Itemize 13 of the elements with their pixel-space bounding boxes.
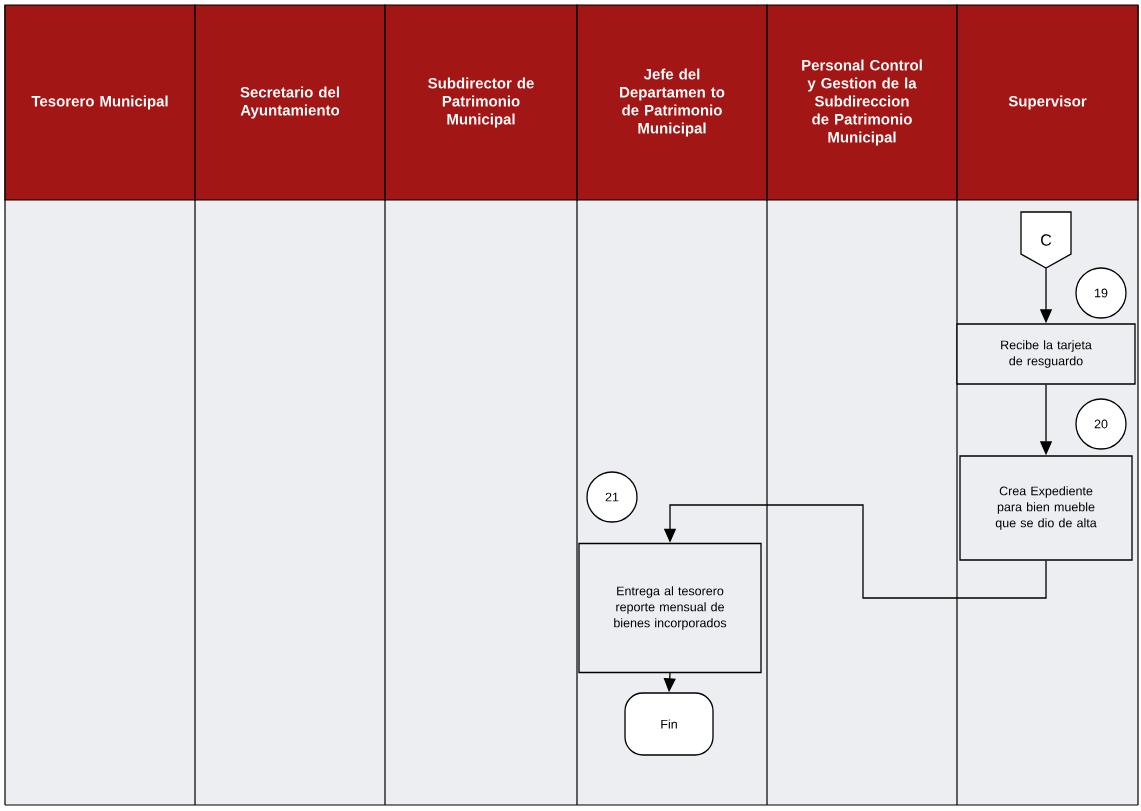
step-number: 20 [1075,398,1127,450]
process-box: Entrega al tesorero reporte mensual de bienes incorporados [578,542,762,674]
step-number: 19 [1075,267,1127,319]
lane-header: Subdirector de Patrimonio Municipal [384,4,578,201]
step-number: 21 [586,471,638,523]
lane-header: Tesorero Municipal [4,4,196,201]
process-box: Crea Expediente para bien mueble que se dio de alta [959,455,1133,561]
lane-header: Supervisor [956,4,1139,201]
lane-header: Personal Control y Gestion de la Subdireccion de Patrimonio Municipal [766,4,958,201]
process-box: Recibe la tarjeta de resguardo [956,323,1136,385]
terminator: Fin [624,692,714,756]
lane-header: Secretario del Ayuntamiento [194,4,386,201]
lane-header: Jefe del Departamen to de Patrimonio Municipal [576,4,768,201]
